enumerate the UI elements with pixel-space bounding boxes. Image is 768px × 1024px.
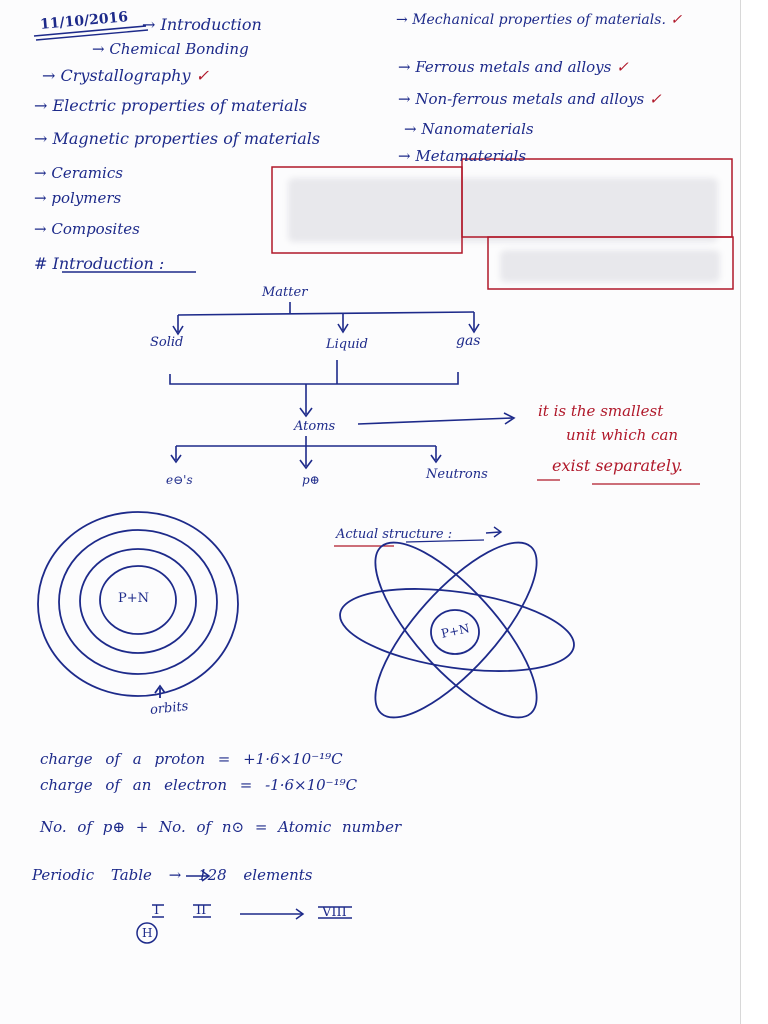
topic-label: Electric properties of materials bbox=[52, 96, 308, 115]
section-heading: # Introduction : bbox=[34, 254, 165, 273]
topic-ceramics: → Ceramics bbox=[34, 164, 123, 182]
tree-atoms: Atoms bbox=[294, 419, 336, 434]
topic-chemical-bonding: → Chemical Bonding bbox=[92, 40, 249, 58]
redacted-block bbox=[500, 250, 720, 282]
topic-label: Magnetic properties of materials bbox=[52, 129, 321, 148]
topic-label: Introduction bbox=[160, 15, 262, 34]
atom-note-line: exist separately. bbox=[552, 456, 683, 475]
redacted-block bbox=[288, 178, 718, 242]
topic-label: Composites bbox=[51, 220, 140, 238]
topic-electric-properties: → Electric properties of materials bbox=[34, 96, 308, 115]
group-first-label: I bbox=[154, 903, 160, 918]
drawing-layer bbox=[33, 25, 734, 944]
topic-nanomaterials: → Nanomaterials bbox=[404, 120, 534, 138]
topic-mechanical-properties: → Mechanical properties of materials. ✓ bbox=[396, 12, 683, 28]
particle-electrons: e⊖'s bbox=[166, 473, 193, 487]
topic-metamaterials: → Metamaterials bbox=[398, 147, 527, 165]
redaction-box bbox=[271, 158, 734, 290]
actual-structure-label: Actual structure : bbox=[336, 527, 453, 542]
tree-root-matter: Matter bbox=[262, 285, 308, 300]
topic-label: Crystallography bbox=[60, 66, 191, 85]
notebook-page: 11/10/2016 → Introduction → Chemical Bon… bbox=[32, 0, 741, 1024]
orbits-label: orbits bbox=[149, 699, 190, 718]
topic-label: Metamaterials bbox=[415, 147, 527, 165]
topic-label: Nanomaterials bbox=[421, 120, 534, 138]
topic-introduction: → Introduction bbox=[142, 15, 262, 34]
tree-state-liquid: Liquid bbox=[326, 337, 368, 352]
topic-composites: → Composites bbox=[34, 220, 140, 238]
topic-ferrous-metals: → Ferrous metals and alloys ✓ bbox=[398, 58, 629, 76]
atom-note-line: unit which can bbox=[566, 426, 679, 444]
topic-label: polymers bbox=[51, 189, 122, 207]
check-mark-icon: ✓ bbox=[195, 66, 209, 85]
formula-atomic-number: No. of p⊕ + No. of n⊙ = Atomic number bbox=[40, 818, 402, 836]
element-hydrogen: H bbox=[142, 926, 153, 940]
check-mark-icon: ✓ bbox=[649, 90, 662, 108]
topic-label: Non-ferrous metals and alloys bbox=[415, 90, 645, 108]
particle-neutrons: Neutrons bbox=[426, 467, 488, 482]
atom-note-line: it is the smallest bbox=[538, 402, 664, 420]
group-second-label: II bbox=[196, 903, 207, 918]
check-mark-icon: ✓ bbox=[616, 58, 629, 76]
tree-state-solid: Solid bbox=[150, 335, 184, 350]
formula-electron-charge: charge of an electron = -1·6×10⁻¹⁹C bbox=[40, 776, 358, 794]
topic-label: Ceramics bbox=[51, 164, 123, 182]
check-mark-icon: ✓ bbox=[670, 12, 683, 28]
topic-polymers: → polymers bbox=[34, 189, 122, 207]
formula-proton-charge: charge of a proton = +1·6×10⁻¹⁹C bbox=[40, 750, 343, 768]
topic-label: Mechanical properties of materials. bbox=[412, 12, 666, 28]
orbit-rings bbox=[37, 511, 239, 698]
tree-state-gas: gas bbox=[456, 333, 481, 349]
topic-label: Chemical Bonding bbox=[109, 40, 249, 58]
atom-structure bbox=[339, 541, 575, 719]
group-last-label: VIII bbox=[322, 905, 347, 920]
topic-crystallography: → Crystallography ✓ bbox=[42, 66, 209, 85]
topic-label: Ferrous metals and alloys bbox=[415, 58, 612, 76]
nucleus-label: P+N bbox=[118, 591, 150, 606]
topic-magnetic-properties: → Magnetic properties of materials bbox=[34, 129, 321, 148]
particle-protons: p⊕ bbox=[302, 473, 320, 487]
topic-non-ferrous-metals: → Non-ferrous metals and alloys ✓ bbox=[398, 90, 662, 108]
periodic-table-line: Periodic Table → 128 elements bbox=[32, 866, 313, 884]
